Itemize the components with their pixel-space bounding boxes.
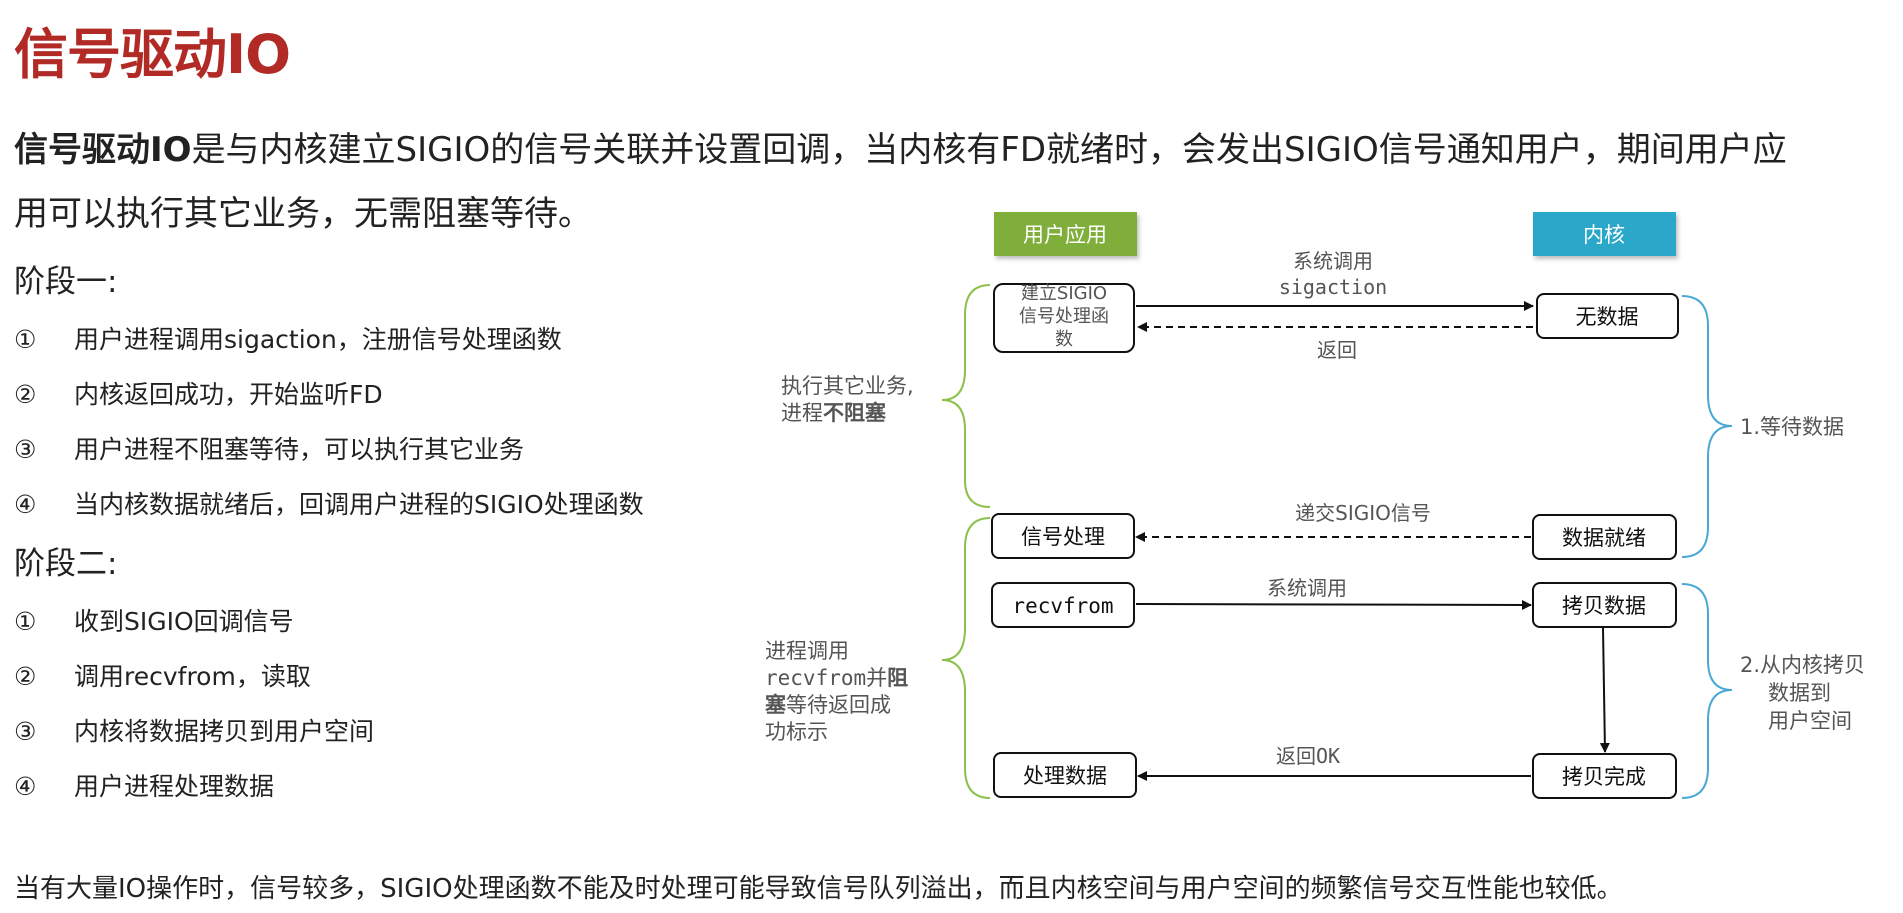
- nonblock-note-bold: 不阻塞: [823, 401, 887, 425]
- kernel-header-label: 内核: [1583, 223, 1625, 247]
- copy-done-box: [1532, 753, 1677, 799]
- block-note-bold-1: 阻: [887, 666, 908, 690]
- stage-1-title: 阶段一:: [14, 264, 118, 300]
- setup-box-line-1: 建立SIGIO: [1021, 283, 1107, 304]
- no-data-label: 无数据: [1576, 305, 1639, 329]
- stage-2-step: ① 收到SIGIO回调信号: [14, 602, 294, 638]
- signal-handle-box: [991, 513, 1135, 559]
- stage-2-step: ④ 用户进程处理数据: [14, 767, 274, 803]
- wait-data-brace: [1681, 295, 1733, 558]
- stage-2-title: 阶段二:: [14, 546, 118, 582]
- nonblock-note-line-2: 进程不阻塞: [781, 401, 887, 425]
- step-text: 内核将数据拷贝到用户空间: [74, 717, 375, 746]
- intro-line-1-rest: 是与内核建立SIGIO的信号关联并设置回调，当内核有FD就绪时，会发出SIGIO…: [191, 130, 1787, 170]
- deliver-sigio-label: 递交SIGIO信号: [1295, 501, 1431, 525]
- block-brace: [941, 517, 991, 799]
- block-note-rest: 等待返回成: [786, 693, 891, 717]
- recvfrom-box: [991, 582, 1135, 628]
- kernel-header: [1533, 212, 1676, 256]
- copy-progress-arrow: [1599, 627, 1610, 753]
- setup-signal-handler-box: [993, 283, 1135, 353]
- sigaction-label-line-2: sigaction: [1279, 275, 1387, 299]
- data-ready-label: 数据就绪: [1562, 526, 1646, 550]
- step-text: 当内核数据就绪后，回调用户进程的SIGIO处理函数: [74, 490, 644, 519]
- copy-data-box: [1532, 582, 1677, 628]
- block-note-bold-2: 塞: [765, 693, 787, 717]
- copy-data-brace: [1681, 583, 1733, 799]
- stage-2-step: ② 调用recvfrom，读取: [14, 657, 311, 693]
- step-number: ①: [14, 607, 37, 636]
- step-number: ③: [14, 435, 37, 464]
- user-app-header-label: 用户应用: [1023, 223, 1107, 247]
- signal-handle-label: 信号处理: [1021, 525, 1105, 549]
- step-number: ①: [14, 325, 37, 354]
- block-note-line-2: recvfrom并阻: [765, 666, 908, 690]
- stage-1-step: ④ 当内核数据就绪后，回调用户进程的SIGIO处理函数: [14, 485, 644, 521]
- page-title: 信号驱动IO: [14, 23, 291, 86]
- return-label: 返回: [1317, 338, 1357, 362]
- setup-box-line-3: 数: [1055, 329, 1073, 350]
- sigaction-label-line-1: 系统调用: [1293, 249, 1373, 273]
- intro-paragraph: 信号驱动IO是与内核建立SIGIO的信号关联并设置回调，当内核有FD就绪时，会发…: [14, 118, 1884, 246]
- intro-line-2: 用可以执行其它业务，无需阻塞等待。: [14, 194, 592, 234]
- footer-note: 当有大量IO操作时，信号较多，SIGIO处理函数不能及时处理可能导致信号队列溢出…: [14, 874, 1623, 904]
- nonblock-note-line-1: 执行其它业务,: [781, 374, 914, 398]
- process-data-box: [993, 752, 1137, 798]
- data-ready-box: [1532, 514, 1677, 560]
- intro-line-1: 信号驱动IO是与内核建立SIGIO的信号关联并设置回调，当内核有FD就绪时，会发…: [14, 118, 1884, 182]
- intro-bold-term: 信号驱动IO: [14, 130, 192, 170]
- copy-note-line-3: 用户空间: [1768, 709, 1852, 733]
- syscall-label: 系统调用: [1267, 576, 1347, 600]
- step-text: 收到SIGIO回调信号: [74, 607, 294, 636]
- step-text: 内核返回成功，开始监听FD: [74, 380, 383, 409]
- copy-done-label: 拷贝完成: [1562, 765, 1646, 789]
- nonblock-note-prefix: 进程: [781, 401, 823, 425]
- return-ok-label: 返回OK: [1276, 744, 1340, 768]
- block-note-line-1: 进程调用: [765, 639, 849, 663]
- block-note-line-4: 功标示: [765, 720, 828, 744]
- step-number: ②: [14, 380, 37, 409]
- step-text: 用户进程调用sigaction，注册信号处理函数: [74, 325, 562, 354]
- no-data-box: [1536, 293, 1679, 339]
- step-number: ③: [14, 717, 37, 746]
- stage-2-step: ③ 内核将数据拷贝到用户空间: [14, 712, 374, 748]
- setup-box-line-2: 信号处理函: [1019, 306, 1109, 327]
- user-app-header: [994, 212, 1137, 256]
- recvfrom-call-arrow: [1135, 599, 1532, 610]
- step-text: 用户进程处理数据: [74, 772, 275, 801]
- copy-note-line-2: 数据到: [1768, 681, 1831, 705]
- copy-data-label: 拷贝数据: [1562, 594, 1646, 618]
- stage-1-step: ① 用户进程调用sigaction，注册信号处理函数: [14, 320, 562, 356]
- step-text: 用户进程不阻塞等待，可以执行其它业务: [74, 435, 525, 464]
- recvfrom-label: recvfrom: [1012, 594, 1113, 618]
- copy-note-line-1: 2.从内核拷贝: [1740, 653, 1865, 677]
- stage-1-step: ③ 用户进程不阻塞等待，可以执行其它业务: [14, 430, 524, 466]
- nonblock-brace: [941, 284, 991, 508]
- step-number: ④: [14, 490, 37, 519]
- step-text: 调用recvfrom，读取: [74, 662, 311, 691]
- process-data-label: 处理数据: [1023, 764, 1107, 788]
- wait-data-note: 1.等待数据: [1740, 415, 1844, 439]
- step-number: ④: [14, 772, 37, 801]
- stage-1-step: ② 内核返回成功，开始监听FD: [14, 375, 383, 411]
- block-note-prefix: recvfrom并: [765, 666, 887, 690]
- step-number: ②: [14, 662, 37, 691]
- block-note-line-3: 塞等待返回成: [765, 693, 891, 717]
